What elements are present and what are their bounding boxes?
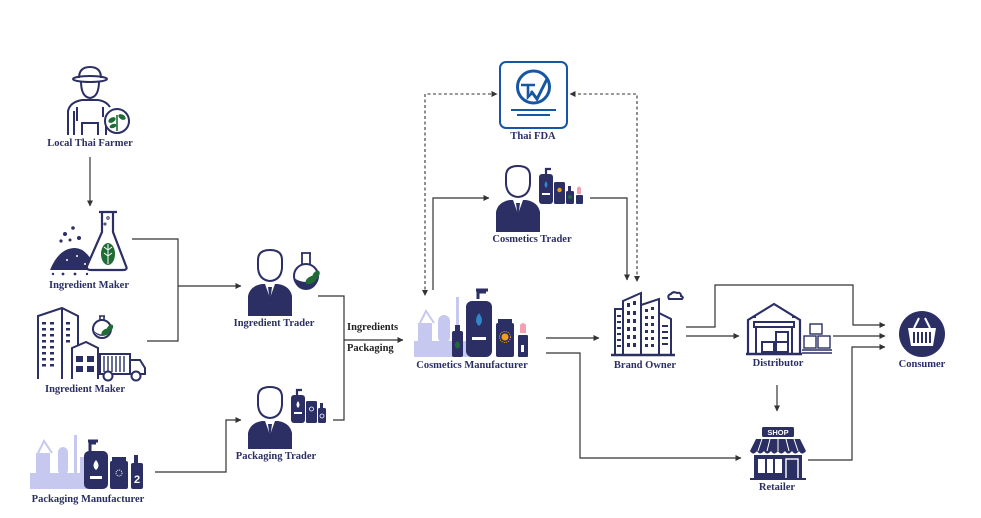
distributor-label: Distributor	[752, 358, 804, 369]
edge-traders-bracket	[318, 295, 345, 421]
svg-text:2: 2	[134, 474, 140, 486]
cosmetics-factory-icon	[414, 288, 528, 357]
edge-retailer-to-consumer	[808, 344, 886, 461]
edge-ingredient-maker1-bracket	[132, 238, 179, 342]
trader-cosmetics-icon	[496, 164, 583, 232]
shopping-basket-icon	[899, 311, 945, 357]
cosmetics-manufacturer-label: Cosmetics Manufacturer	[416, 360, 528, 371]
factory-truck-icon	[37, 306, 146, 382]
warehouse-icon	[746, 302, 832, 356]
packaging-factory-icon: 2	[30, 435, 143, 489]
ingredient-flask-icon	[50, 210, 128, 276]
thai-fda-label: Thai FDA	[510, 131, 556, 142]
ingredient-maker-1-label: Ingredient Maker	[48, 280, 130, 291]
packaging-trader-label: Packaging Trader	[235, 451, 317, 462]
edge-manufacturer-to-retailer	[546, 352, 742, 461]
shop-sign-text: SHOP	[767, 428, 788, 437]
edge-brand-owner-to-consumer	[686, 284, 886, 328]
edge-packaging-manufacturer-to-trader	[155, 417, 242, 473]
ingredient-trader-label: Ingredient Trader	[233, 318, 315, 329]
fda-logo-icon	[499, 61, 568, 129]
retailer-label: Retailer	[758, 482, 796, 493]
consumer-label: Consumer	[898, 359, 946, 370]
office-buildings-icon	[611, 291, 684, 357]
ingredient-maker-2-label: Ingredient Maker	[44, 384, 126, 395]
edge-cosmetics-trader-to-brand-owner	[590, 197, 630, 281]
farmer-label: Local Thai Farmer	[47, 138, 133, 149]
arrowhead-to-brand-owner	[634, 276, 640, 282]
edge-fda-manufacturer-dashed	[424, 91, 498, 295]
edge-label-ingredients: Ingredients	[347, 322, 399, 333]
trader-flask-icon	[248, 248, 320, 316]
shop-icon: SHOP	[750, 427, 806, 480]
edge-fda-brand-owner-dashed	[569, 91, 638, 280]
edge-manufacturer-to-cosmetics-trader	[432, 195, 490, 290]
trader-bottles-icon	[248, 385, 326, 449]
brand-owner-label: Brand Owner	[613, 360, 677, 371]
packaging-manufacturer-label: Packaging Manufacturer	[31, 494, 145, 505]
cosmetics-trader-label: Cosmetics Trader	[492, 234, 572, 245]
edge-label-packaging: Packaging	[347, 343, 394, 354]
farmer-icon	[67, 65, 130, 135]
arrowhead-to-manufacturer	[422, 290, 428, 296]
